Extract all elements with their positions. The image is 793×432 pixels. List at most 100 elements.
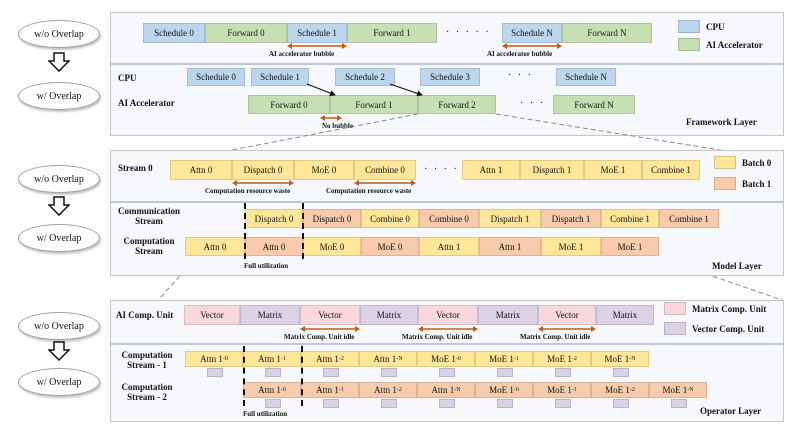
op-block-name: MoE 1 <box>489 354 514 364</box>
fw-seq-forward-1: Forward 1 <box>347 23 437 43</box>
md-seq-ellipsis: · · · · · <box>424 164 469 175</box>
legend-batch1-swatch <box>714 177 736 190</box>
cs2-row-block-4: MoE 1-0 <box>475 382 533 398</box>
mode-without-overlap-2: w/o Overlap <box>18 165 100 193</box>
cs1-row-vector-chip-2 <box>323 368 339 377</box>
cs1-row-vector-chip-0 <box>207 368 223 377</box>
cs1-label: Computation Stream - 1 <box>121 350 173 370</box>
op-block-sub: -0 <box>513 387 519 393</box>
op-full-util-right <box>301 346 303 406</box>
op-block-sub: -N <box>629 356 636 362</box>
mode-with-overlap-2: w/ Overlap <box>18 224 100 252</box>
op-block-sub: -2 <box>571 356 577 362</box>
arrow-down-icon <box>48 52 70 72</box>
waste-label-1: Computation resource waste <box>205 187 291 195</box>
cs2-row-vector-chip-4 <box>497 399 513 408</box>
legend-batch0: Batch 0 <box>714 156 771 169</box>
fw-cpu-ellipsis: · · · <box>508 70 533 81</box>
op-block-name: MoE 1 <box>662 385 688 395</box>
md-comm-dispatch-0b: Dispatch 0 <box>303 209 361 228</box>
legend-matrix-swatch <box>664 302 686 315</box>
op-unit-matrix-3: Matrix <box>478 305 538 325</box>
legend-text: Vector Comp. Unit <box>692 323 765 334</box>
fw-accel-forward-1: Forward 1 <box>330 95 418 114</box>
op-block-name: Attn 1 <box>258 354 281 364</box>
cs2-row-block-1: Attn 1-1 <box>301 382 359 398</box>
cs1-row-block-7: MoE 1-N <box>591 351 649 367</box>
mode-label: w/o Overlap <box>34 28 84 40</box>
fw-cpu-schedule-1: Schedule 1 <box>251 68 309 86</box>
md-comp-attn-0a: Attn 0 <box>185 237 245 256</box>
op-block-sub: -1 <box>338 387 344 393</box>
op-full-util-left <box>243 346 245 406</box>
md-full-util-left <box>244 203 246 259</box>
cs2-row-vector-chip-5 <box>555 399 571 408</box>
op-block-name: Attn 1 <box>316 354 339 364</box>
md-comp-attn-1b: Attn 1 <box>479 237 541 256</box>
legend-matrix-unit: Matrix Comp. Unit <box>664 302 766 315</box>
cs1-row-vector-chip-4 <box>439 368 455 377</box>
md-seq-moe-0: MoE 0 <box>294 160 354 180</box>
model-stream0-label: Stream 0 <box>118 163 153 173</box>
md-seq-attn-0: Attn 0 <box>170 160 232 180</box>
fw-accel-ellipsis: · · · <box>520 98 545 109</box>
fw-seq-forward-0: Forward 0 <box>205 23 287 43</box>
cs1-row-block-3: Attn 1-N <box>359 351 417 367</box>
bubble-label-2: AI accelerator bubble <box>487 50 553 58</box>
legend-ai-accelerator: AI Accelerator <box>678 38 763 51</box>
md-seq-dispatch-1: Dispatch 1 <box>520 160 584 180</box>
idle-label-2: Matrix Comp. Unit idle <box>402 333 473 341</box>
md-full-util-right <box>302 203 304 259</box>
md-seq-dispatch-0: Dispatch 0 <box>232 160 294 180</box>
mode-label: w/ Overlap <box>36 90 82 102</box>
legend-vector-unit: Vector Comp. Unit <box>664 322 764 335</box>
legend-text: AI Accelerator <box>706 39 763 50</box>
mode-label: w/ Overlap <box>36 376 82 388</box>
cs2-row-vector-chip-3 <box>439 399 455 408</box>
op-block-name: MoE 1 <box>547 385 572 395</box>
op-block-sub: -1 <box>571 387 577 393</box>
legend-text: Batch 0 <box>742 157 772 168</box>
op-unit-vector-2: Vector <box>300 305 360 325</box>
op-unit-vector-4: Vector <box>538 305 596 325</box>
fw-seq-forward-n: Forward N <box>562 23 652 43</box>
op-block-name: Attn 1 <box>200 354 223 364</box>
cs2-row-block-6: MoE 1-2 <box>591 382 649 398</box>
op-block-sub: -1 <box>513 356 519 362</box>
op-unit-vector-3: Vector <box>418 305 478 325</box>
cs1-row-block-2: Attn 1-2 <box>301 351 359 367</box>
mode-with-overlap-3: w/ Overlap <box>18 368 100 396</box>
idle-label-3: Matrix Comp. Unit idle <box>520 333 591 341</box>
operator-layer-label: Operator Layer <box>700 406 762 416</box>
fw-accel-forward-2: Forward 2 <box>418 95 496 114</box>
bubble-label-1: AI accelerator bubble <box>269 50 335 58</box>
cs2-row-block-3: Attn 1-N <box>417 382 475 398</box>
no-bubble-arrow <box>320 115 342 121</box>
md-comm-combine-1b: Combine 1 <box>659 209 719 228</box>
op-full-util-label: Full utilization <box>243 410 288 418</box>
cs1-row-vector-chip-5 <box>497 368 513 377</box>
fw-dependency-arrows <box>306 83 423 97</box>
op-unit-matrix-4: Matrix <box>596 305 654 325</box>
cs2-row-vector-chip-1 <box>323 399 339 408</box>
cs1-row-block-1: Attn 1-1 <box>243 351 301 367</box>
op-block-name: Attn 1 <box>431 385 455 395</box>
idle-label-1: Matrix Comp. Unit idle <box>284 333 355 341</box>
op-block-name: Attn 1 <box>258 385 281 395</box>
md-comp-moe-1b: MoE 1 <box>601 237 659 256</box>
cs1-row-vector-chip-1 <box>265 368 281 377</box>
arrow-down-icon <box>48 341 70 361</box>
legend-ai-swatch <box>678 38 700 51</box>
op-block-name: Attn 1 <box>373 354 397 364</box>
mode-without-overlap-3: w/o Overlap <box>18 312 100 340</box>
cs1-row-block-4: MoE 1-0 <box>417 351 475 367</box>
fw-cpu-schedule-3: Schedule 3 <box>420 68 480 86</box>
cs2-row-vector-chip-2 <box>381 399 397 408</box>
md-comm-combine-0a: Combine 0 <box>361 209 419 228</box>
cs1-row-block-5: MoE 1-1 <box>475 351 533 367</box>
md-seq-combine-0: Combine 0 <box>354 160 416 180</box>
legend-vector-swatch <box>664 322 686 335</box>
op-block-name: Attn 1 <box>374 385 397 395</box>
md-comm-combine-0b: Combine 0 <box>419 209 479 228</box>
op-block-sub: -N <box>687 387 694 393</box>
